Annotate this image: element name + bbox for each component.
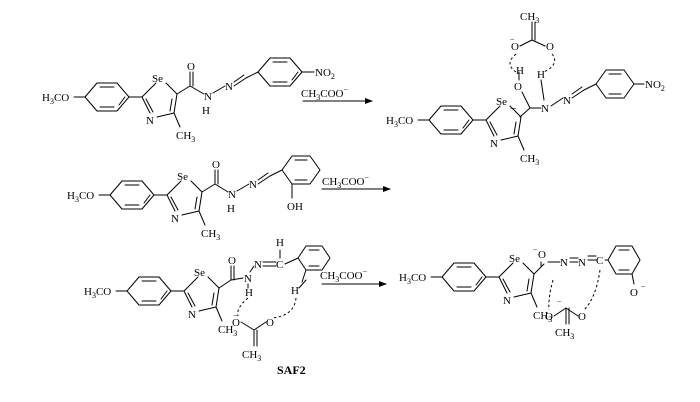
- svg-text:CH3COO−: CH3COO−: [301, 85, 349, 102]
- svg-text:−: −: [557, 297, 562, 306]
- compound-nitro-hydrazone: O N H N NO2: [41, 57, 335, 145]
- compound-hydroxy-hydrazone: O N H N OH: [66, 155, 321, 243]
- svg-text:−: −: [510, 35, 515, 44]
- svg-text:O: O: [266, 317, 274, 329]
- svg-text:O: O: [212, 159, 220, 171]
- svg-text:H: H: [291, 285, 299, 297]
- svg-text:N: N: [204, 91, 212, 103]
- svg-text:O: O: [630, 287, 638, 299]
- svg-text:O: O: [232, 317, 240, 329]
- svg-text:C: C: [276, 259, 283, 271]
- product-phenolate-acetate-complex: O − N N C O − O − O CH3: [398, 245, 646, 341]
- svg-text:CH3COO−: CH3COO−: [322, 173, 370, 190]
- svg-text:O: O: [545, 311, 553, 323]
- svg-text:N: N: [578, 257, 586, 269]
- svg-text:−: −: [533, 245, 538, 254]
- svg-text:N: N: [228, 189, 236, 201]
- svg-text:O: O: [228, 255, 236, 267]
- svg-text:−: −: [641, 282, 646, 291]
- svg-text:H: H: [516, 65, 524, 77]
- svg-text:H: H: [227, 203, 235, 215]
- svg-text:N: N: [225, 81, 233, 93]
- svg-text:−: −: [510, 103, 516, 115]
- svg-text:H: H: [245, 287, 253, 299]
- svg-text:OH: OH: [287, 201, 303, 213]
- svg-text:H: H: [276, 237, 284, 249]
- svg-text:N: N: [560, 257, 568, 269]
- svg-text:CH3: CH3: [555, 327, 574, 341]
- svg-text:N: N: [541, 103, 549, 115]
- svg-text:CH3COO−: CH3COO−: [320, 267, 368, 284]
- svg-text:−: −: [233, 311, 238, 320]
- svg-text:CH3: CH3: [520, 11, 539, 25]
- svg-text:O: O: [538, 249, 546, 261]
- svg-text:O: O: [514, 81, 522, 93]
- svg-text:N: N: [244, 273, 252, 285]
- svg-text:NO2: NO2: [315, 67, 335, 81]
- reaction-arrow-1: CH3COO−: [301, 85, 373, 104]
- svg-text:NO2: NO2: [645, 79, 665, 93]
- svg-text:O: O: [187, 61, 195, 73]
- compound-saf2-complex: O N N C H H H O − O CH3 SAF2: [83, 237, 331, 377]
- svg-text:CH3: CH3: [242, 349, 261, 363]
- svg-text:O: O: [546, 41, 554, 53]
- svg-text:N: N: [563, 95, 571, 107]
- svg-text:H: H: [537, 69, 545, 81]
- svg-text:H: H: [202, 105, 210, 117]
- svg-text:O: O: [511, 41, 519, 53]
- reaction-arrow-3: CH3COO−: [320, 267, 387, 287]
- reaction-arrow-2: CH3COO−: [321, 173, 391, 192]
- product-nitro-acetate-complex: − O H N H N NO2 O − O CH3: [385, 11, 665, 168]
- svg-text:N: N: [254, 259, 262, 271]
- svg-text:C: C: [596, 255, 603, 267]
- compound-label: SAF2: [277, 363, 306, 377]
- svg-text:O: O: [578, 311, 586, 323]
- svg-text:N: N: [249, 179, 257, 191]
